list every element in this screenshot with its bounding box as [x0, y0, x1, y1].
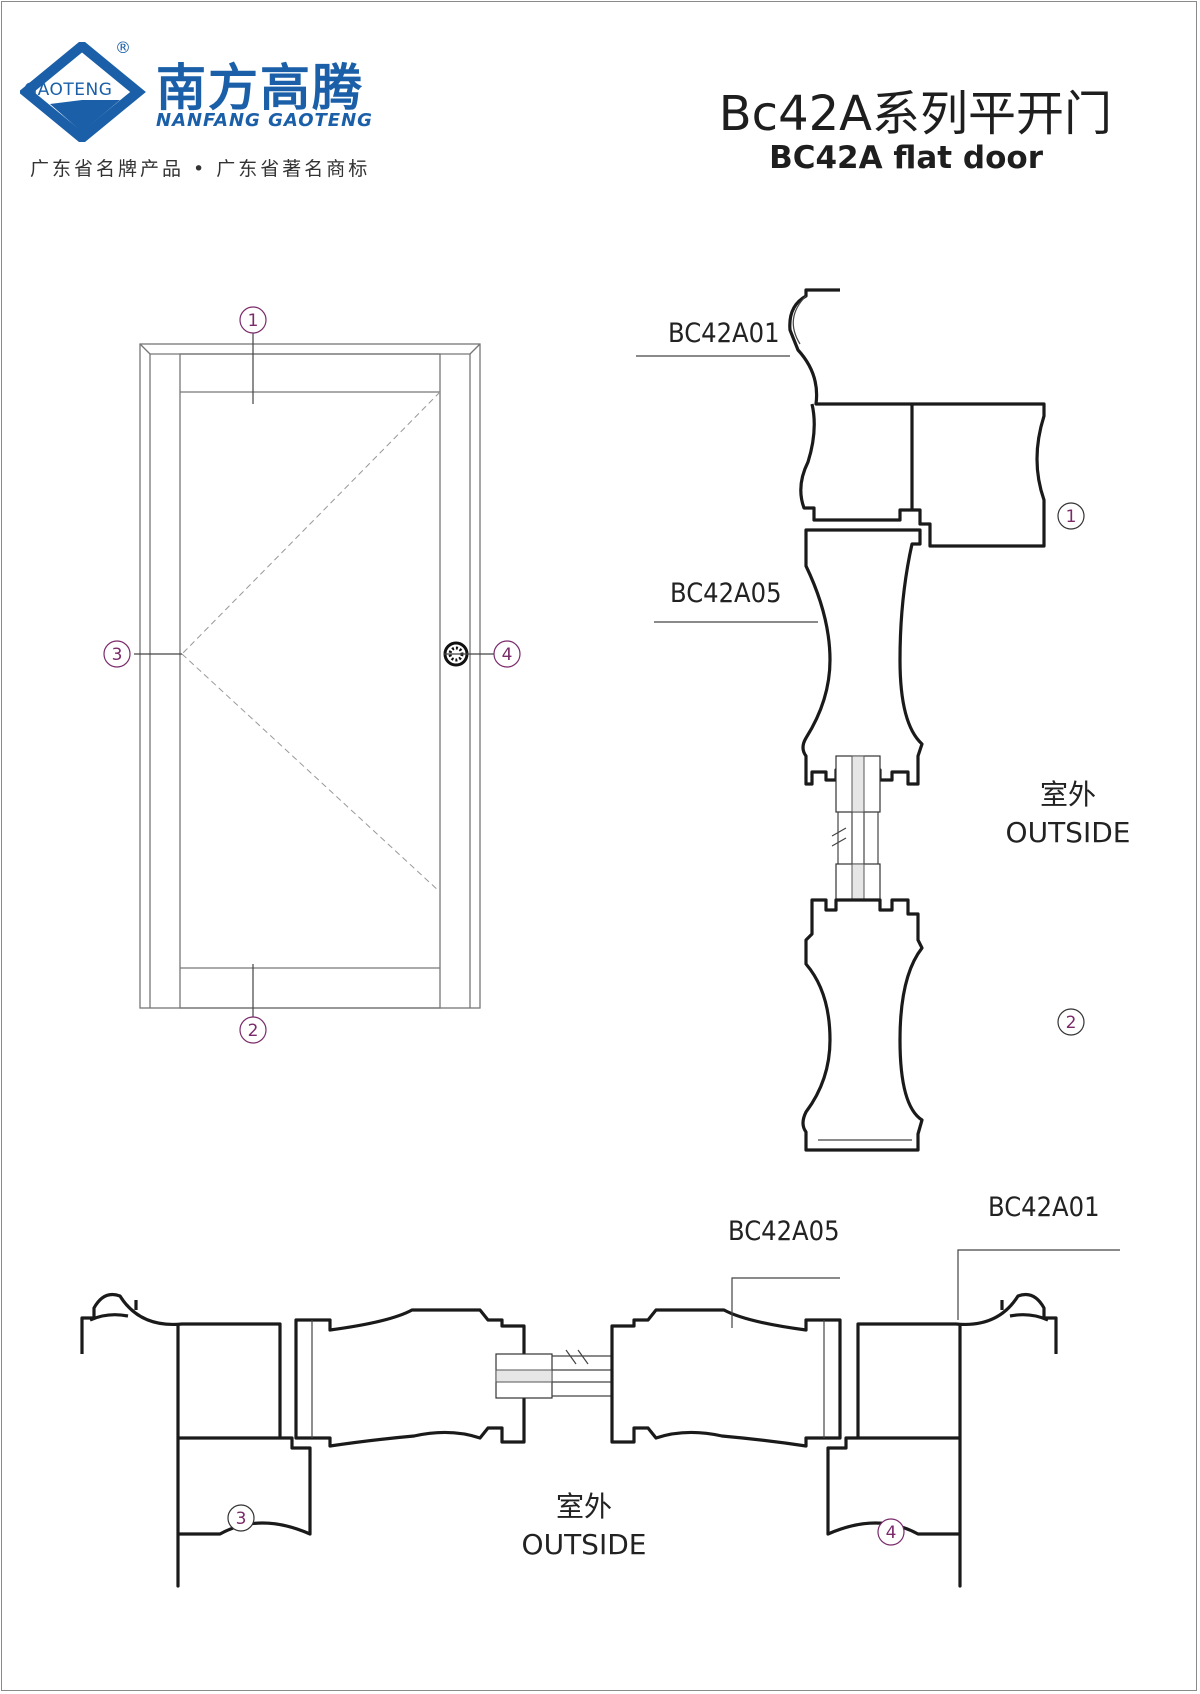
svg-text:3: 3	[236, 1509, 247, 1529]
svg-text:1: 1	[248, 311, 259, 331]
logo-text: GAOTENG	[24, 80, 113, 100]
registered-mark: ®	[115, 38, 131, 57]
title-en: BC42A flat door	[769, 140, 1043, 176]
section-marker-2: 2	[239, 1016, 267, 1044]
outside-label-en-horizontal: OUTSIDE	[522, 1528, 647, 1561]
frame-profile-left	[80, 1292, 312, 1588]
section-marker-1: 1	[239, 306, 267, 334]
sash-profile-left	[294, 1308, 526, 1448]
section-marker-3-detail: 3	[227, 1504, 255, 1532]
label-frame-code-horizontal: BC42A01	[988, 1192, 1100, 1223]
svg-text:1: 1	[1066, 507, 1077, 527]
sash-profile-right	[610, 1308, 842, 1448]
section-marker-2-detail: 2	[1057, 1008, 1085, 1036]
section-marker-1-detail: 1	[1057, 502, 1085, 530]
svg-text:2: 2	[248, 1021, 259, 1041]
sash-profile-top	[801, 528, 924, 786]
outside-label-cn-horizontal: 室外	[556, 1490, 612, 1523]
brand-slogan: 广东省名牌产品 • 广东省著名商标	[30, 158, 371, 180]
outside-label-en-vertical: OUTSIDE	[1006, 816, 1131, 849]
section-marker-4-detail: 4	[877, 1518, 905, 1546]
label-sash-code-horizontal: BC42A05	[728, 1216, 840, 1247]
outer-frame	[139, 343, 481, 1009]
brand-name-en: NANFANG GAOTENG	[156, 110, 373, 131]
svg-text:3: 3	[112, 645, 123, 665]
svg-text:4: 4	[886, 1523, 897, 1543]
label-sash-code-vertical: BC42A05	[670, 578, 782, 609]
brand-logo-block: ® GAOTENG 南方高腾 NANFANG GAOTENG 广东省名牌产品 •…	[20, 38, 380, 188]
opening-swing-line-top	[181, 391, 441, 655]
outside-label-cn-vertical: 室外	[1040, 778, 1096, 811]
door-elevation: 1 2 3 4	[103, 306, 521, 1044]
brand-name-cn: 南方高腾	[156, 59, 364, 117]
svg-text:2: 2	[1066, 1013, 1077, 1033]
door-leaf	[179, 353, 441, 1009]
frame-profile-top	[788, 288, 1046, 548]
section-marker-3: 3	[103, 640, 131, 668]
horizontal-section: BC42A05 BC42A01 室外 OUTSIDE 3 4	[80, 1192, 1120, 1588]
opening-swing-line-bottom	[181, 653, 441, 893]
label-frame-code-vertical: BC42A01	[668, 318, 780, 349]
logo-diamond-icon	[20, 42, 146, 142]
vertical-section: BC42A01 BC42A05 室外 OUTSIDE 1 2	[636, 288, 1131, 1152]
frame-profile-right	[826, 1292, 1058, 1588]
title-cn: Bc42A系列平开门	[718, 86, 1112, 142]
svg-text:4: 4	[502, 645, 513, 665]
section-marker-4: 4	[493, 640, 521, 668]
sash-profile-bottom	[801, 898, 924, 1152]
